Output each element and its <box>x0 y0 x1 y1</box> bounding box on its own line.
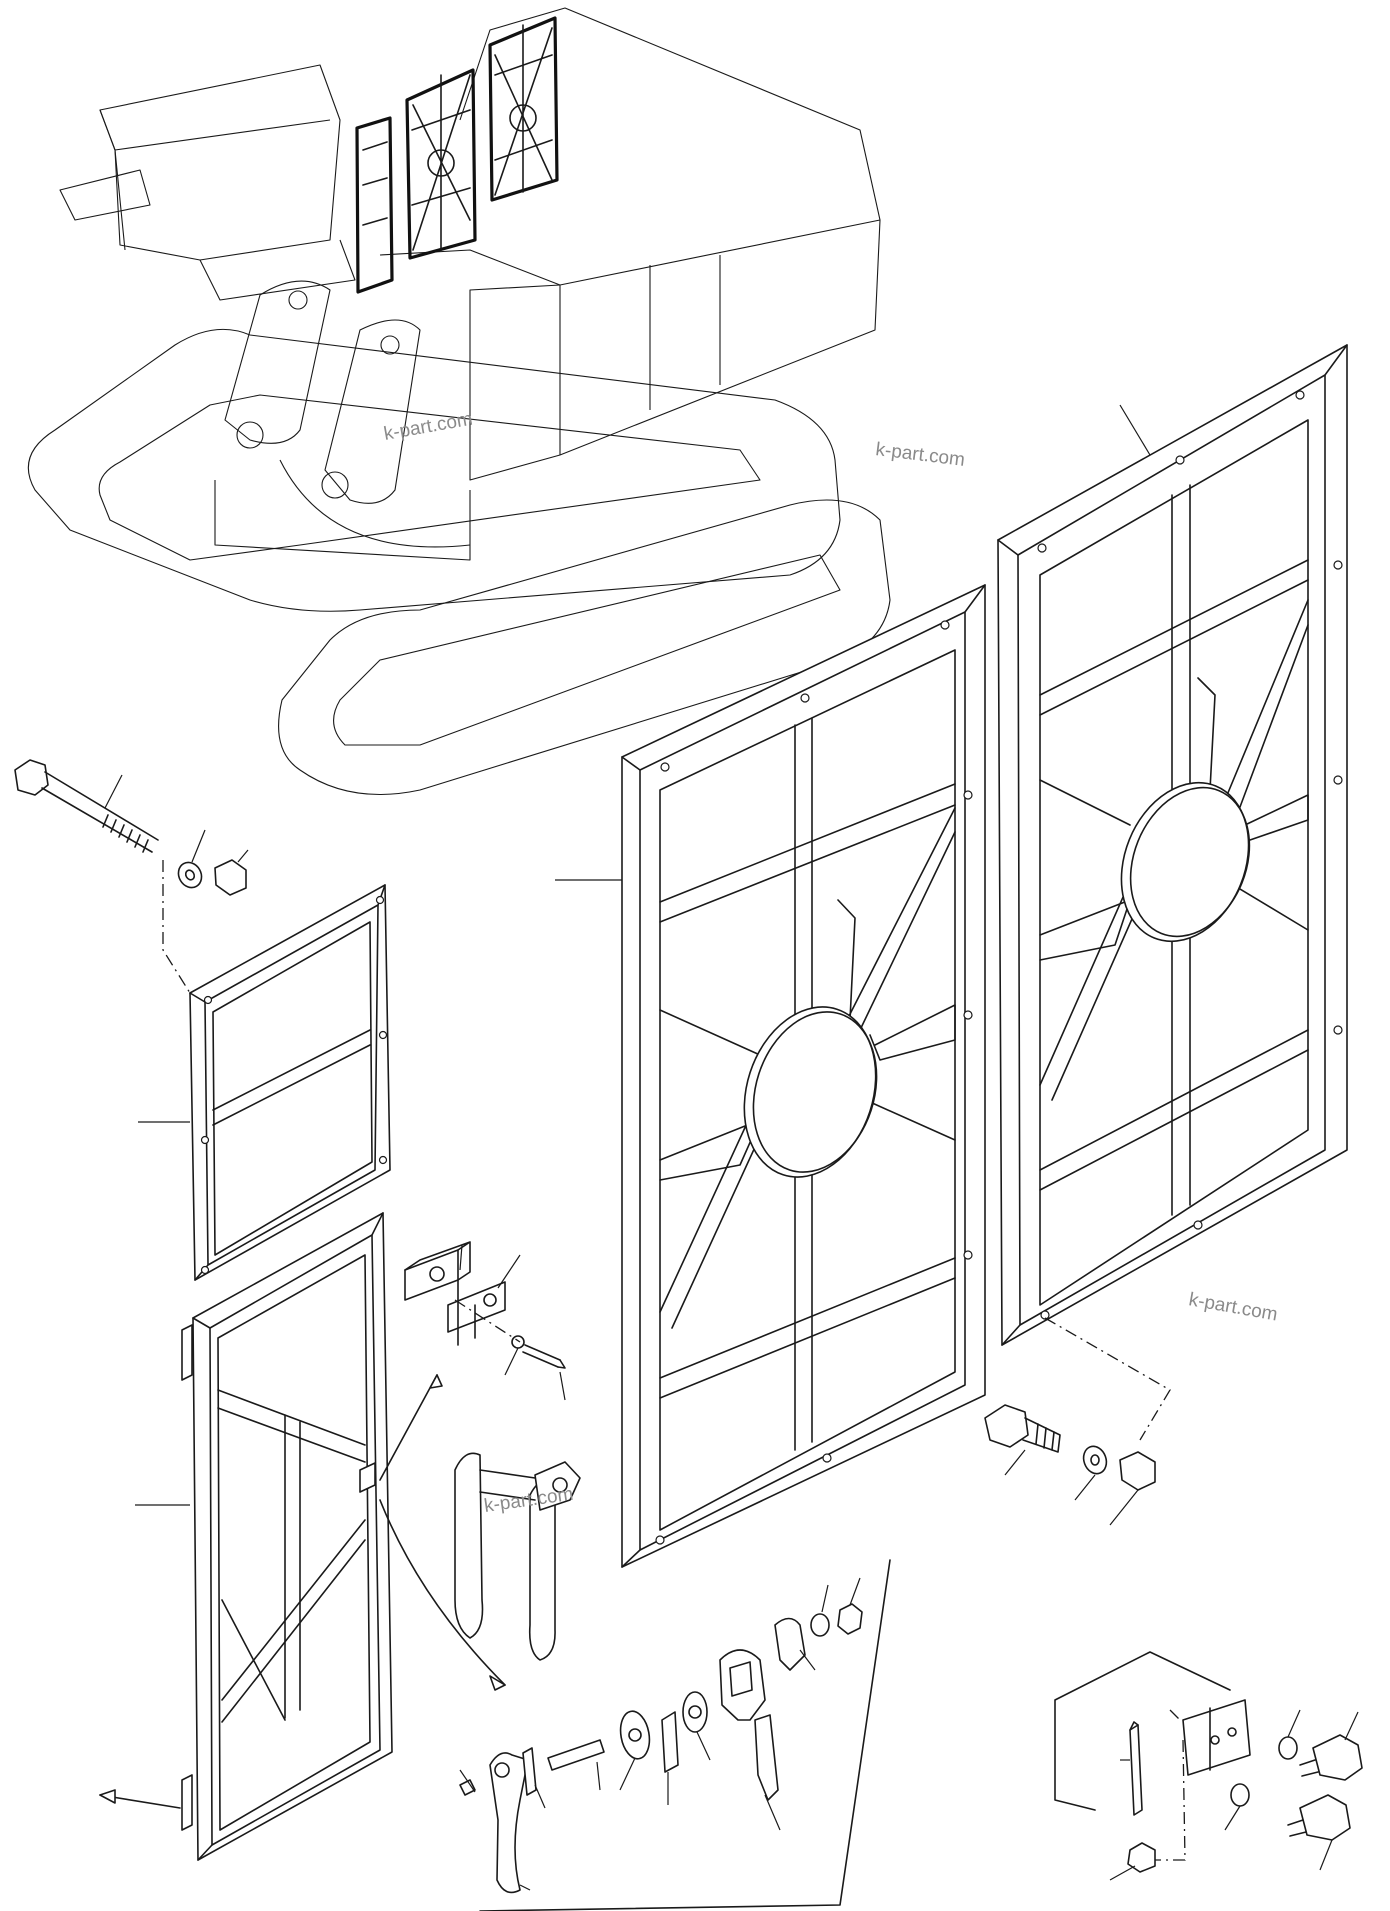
hinge-kit <box>1054 1651 1363 1873</box>
latch-exploded-parts <box>459 1603 863 1894</box>
machine-overview <box>27 7 891 795</box>
long-bolt-assembly <box>14 759 247 994</box>
leader-lines <box>104 404 1359 1891</box>
latch-bracket-assembly <box>379 1241 566 1481</box>
large-radiator-panel-center <box>621 584 986 1568</box>
watermark-2: k-part.com <box>874 439 966 471</box>
watermark-3: k-part.com <box>1187 1289 1279 1325</box>
large-radiator-panel-right <box>997 344 1348 1346</box>
mount-bolt-assembly-right <box>984 1317 1171 1491</box>
access-door <box>181 1212 393 1861</box>
door-handle-pair <box>454 1452 581 1661</box>
assembly-arrows <box>99 1499 891 1911</box>
small-panel <box>189 884 391 1281</box>
watermark-4: k-part.com <box>483 1484 575 1517</box>
